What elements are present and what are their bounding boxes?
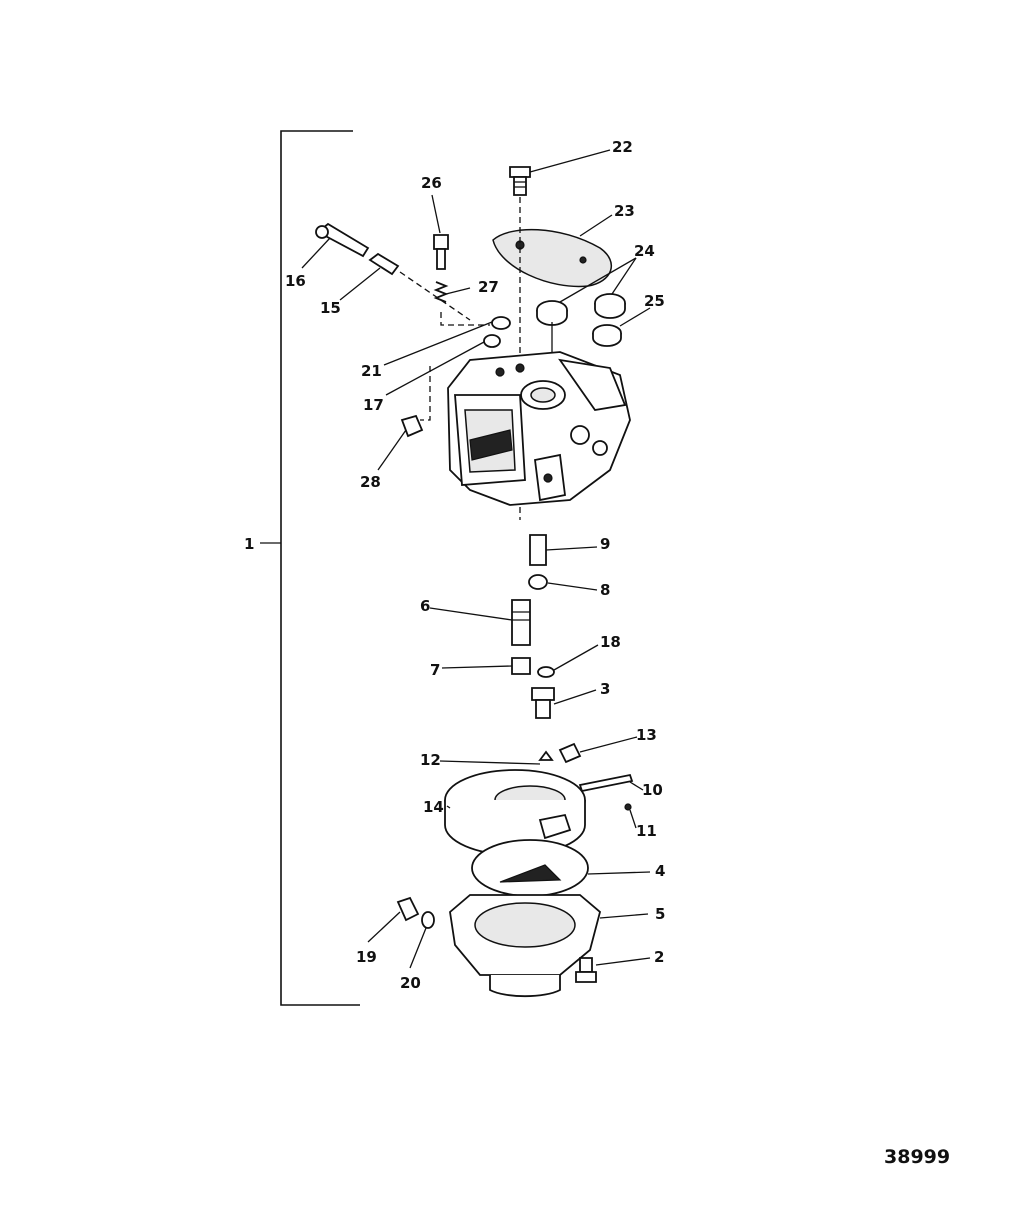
- callout-11: 11: [636, 822, 657, 840]
- callout-17: 17: [363, 396, 384, 414]
- callout-10: 10: [642, 781, 663, 799]
- part-plugs: [536, 293, 626, 347]
- callout-13: 13: [636, 726, 657, 744]
- callout-22: 22: [612, 138, 633, 156]
- callout-20: 20: [400, 974, 421, 992]
- part-float-bowl: [449, 894, 602, 998]
- callout-24: 24: [634, 242, 655, 260]
- part-screw-2: [575, 957, 597, 983]
- part-drain-plug: [396, 896, 435, 929]
- callout-15: 15: [320, 299, 341, 317]
- callout-27: 27: [478, 278, 499, 296]
- callout-18: 18: [600, 633, 621, 651]
- callout-labels: 1 2 3 4 5 6 7 8 9 10 11 12 13 14 15 16 1…: [244, 138, 665, 992]
- assembly-bracket: [260, 130, 360, 1006]
- callout-26: 26: [421, 174, 442, 192]
- callout-25: 25: [644, 292, 665, 310]
- part-cover-plate: [492, 228, 612, 288]
- callout-7: 7: [430, 661, 440, 679]
- callout-16: 16: [285, 272, 306, 290]
- callout-12: 12: [420, 751, 441, 769]
- part-washer-17: [483, 334, 501, 348]
- callout-6: 6: [420, 597, 430, 615]
- callout-19: 19: [356, 948, 377, 966]
- figure-number: 38999: [884, 1146, 950, 1168]
- callout-5: 5: [655, 905, 665, 923]
- part-gasket-4: [471, 839, 589, 897]
- callout-23: 23: [614, 202, 635, 220]
- callout-4: 4: [655, 862, 665, 880]
- callout-1: 1: [244, 535, 254, 553]
- callout-2: 2: [654, 948, 664, 966]
- callout-3: 3: [600, 680, 610, 698]
- leader-lines: [301, 149, 651, 969]
- part-idle-screw: [315, 222, 400, 276]
- callout-8: 8: [600, 581, 610, 599]
- part-bolt-26: [433, 234, 449, 303]
- callout-28: 28: [360, 473, 381, 491]
- part-washer-21: [491, 316, 511, 330]
- callout-14: 14: [423, 798, 444, 816]
- part-screw-top: [509, 166, 531, 196]
- part-jet-stack: [511, 534, 555, 719]
- part-carburetor-body: [447, 351, 631, 506]
- part-float: [444, 742, 634, 856]
- part-fitting-28: [400, 414, 424, 438]
- callout-21: 21: [361, 362, 382, 380]
- callout-9: 9: [600, 535, 610, 553]
